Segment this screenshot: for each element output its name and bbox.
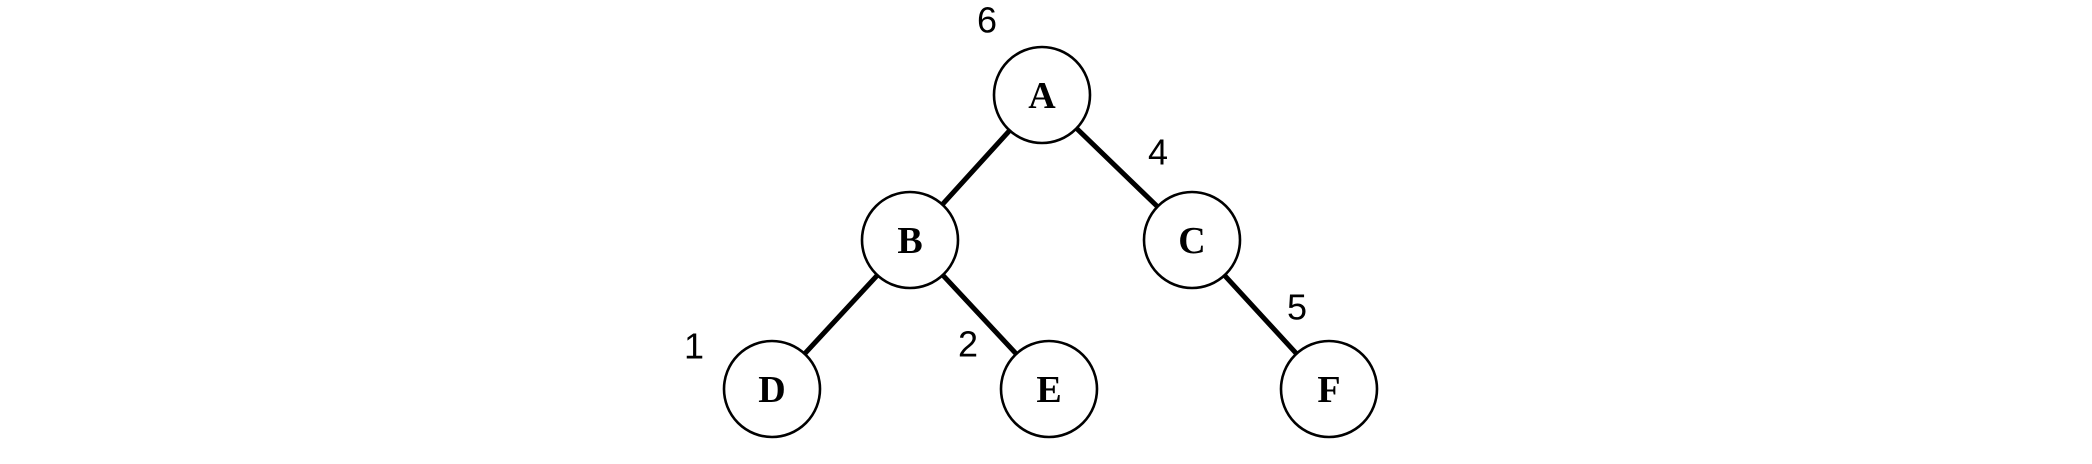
node-circle-b[interactable] — [860, 190, 960, 290]
tree-node-c[interactable]: C — [1142, 190, 1242, 290]
edge-weights-group: 6 4 1 2 5 — [684, 0, 1307, 367]
node-circle-a[interactable] — [992, 45, 1092, 145]
node-label-b: B — [897, 220, 922, 262]
edge-weight-c-f: 5 — [1287, 287, 1307, 328]
node-label-f: F — [1317, 369, 1340, 411]
node-label-d: D — [758, 369, 785, 411]
tree-node-b[interactable]: B — [860, 190, 960, 290]
edge-weight-b-d: 1 — [684, 326, 704, 367]
tree-edge-c-f — [1222, 273, 1299, 356]
edge-weight-a-c: 4 — [1148, 132, 1168, 173]
node-circle-d[interactable] — [722, 339, 822, 439]
tree-edge-a-b — [940, 128, 1012, 207]
tree-node-a[interactable]: A — [992, 45, 1092, 145]
node-circle-e[interactable] — [999, 339, 1099, 439]
node-label-a: A — [1028, 75, 1056, 117]
edges-group — [802, 126, 1299, 356]
node-circle-f[interactable] — [1279, 339, 1379, 439]
edge-weight-b-e: 2 — [958, 324, 978, 365]
tree-edge-b-e — [940, 273, 1019, 356]
nodes-group: A B C D E F — [722, 45, 1379, 439]
edge-weight-a-b: 6 — [977, 0, 997, 41]
tree-node-e[interactable]: E — [999, 339, 1099, 439]
tree-edge-a-c — [1074, 126, 1160, 209]
tree-edge-b-d — [802, 273, 880, 356]
tree-node-f[interactable]: F — [1279, 339, 1379, 439]
node-label-c: C — [1178, 220, 1205, 262]
node-label-e: E — [1036, 369, 1061, 411]
node-circle-c[interactable] — [1142, 190, 1242, 290]
tree-node-d[interactable]: D — [722, 339, 822, 439]
